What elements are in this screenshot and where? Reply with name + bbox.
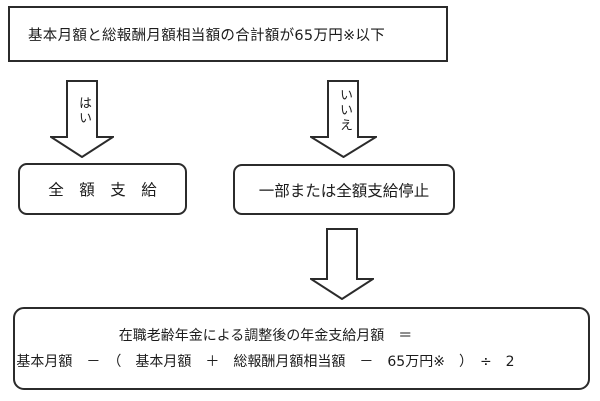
partial-or-full-suspension-box: 一部または全額支給停止 [233,164,455,215]
full-payment-box: 全 額 支 給 [18,163,187,215]
no-arrow-label: いいえ [337,88,352,133]
partial-or-full-suspension-text: 一部または全額支給停止 [258,181,430,200]
yes-down-arrow-icon [50,80,114,158]
no-down-arrow-icon [310,80,377,158]
condition-box: 基本月額と総報酬月額相当額の合計額が65万円※以下 [8,6,448,62]
result-down-arrow-icon [310,228,374,300]
condition-text: 基本月額と総報酬月額相当額の合計額が65万円※以下 [28,27,386,44]
yes-arrow-label: はい [76,96,91,126]
formula-line-1: 在職老齢年金による調整後の年金支給月額 ＝ [118,327,413,344]
formula-line-2: 基本月額 － （ 基本月額 ＋ 総報酬月額相当額 － 65万円※ ） ÷ 2 [16,353,515,370]
full-payment-text: 全 額 支 給 [48,181,157,199]
adjusted-pension-formula-box: 在職老齢年金による調整後の年金支給月額 ＝ 基本月額 － （ 基本月額 ＋ 総報… [13,307,590,390]
